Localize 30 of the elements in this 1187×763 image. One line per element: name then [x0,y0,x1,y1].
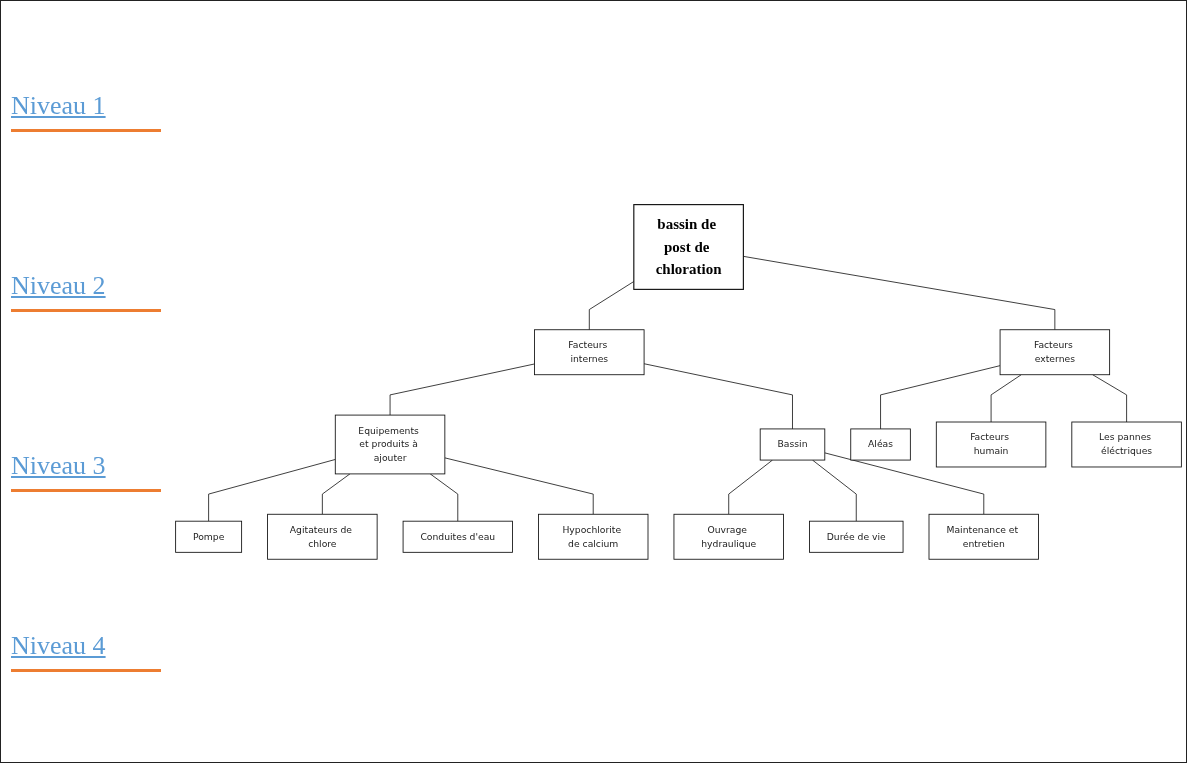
connector [728,459,773,515]
node-box: bassin de post de chloration [633,203,744,290]
connector [643,362,793,429]
node-box: Ouvrage hydraulique [673,513,784,560]
node-box: Les pannes éléctriques [1071,421,1182,467]
node-box: Agitateurs de chlore [267,513,378,560]
node-box: Facteurs humain [935,421,1047,467]
connector [444,457,594,515]
node-box: Aléas [850,428,911,461]
node-box: Facteurs internes [534,328,645,375]
connector [812,459,857,522]
node-box: Maintenance et entretien [928,513,1039,560]
connector [824,452,985,515]
connector [208,458,336,522]
level-label: Niveau 2 [11,270,161,312]
node-box: Conduites d'eau [402,520,513,553]
level-label: Niveau 1 [11,90,161,132]
node-box: Durée de vie [809,520,904,553]
connector [389,363,535,416]
level-label: Niveau 4 [11,631,161,673]
node-box: Equipements et produits à ajouter [334,414,446,474]
connector [429,473,459,522]
node-box: Bassin [759,428,826,461]
node-box: Hypochlorite de calcium [538,513,649,560]
node-box: Pompe [175,520,243,553]
connector [990,373,1022,422]
node-box: Facteurs externes [999,328,1111,375]
connector [880,364,1001,429]
level-label: Niveau 3 [11,451,161,493]
connector [321,473,351,515]
